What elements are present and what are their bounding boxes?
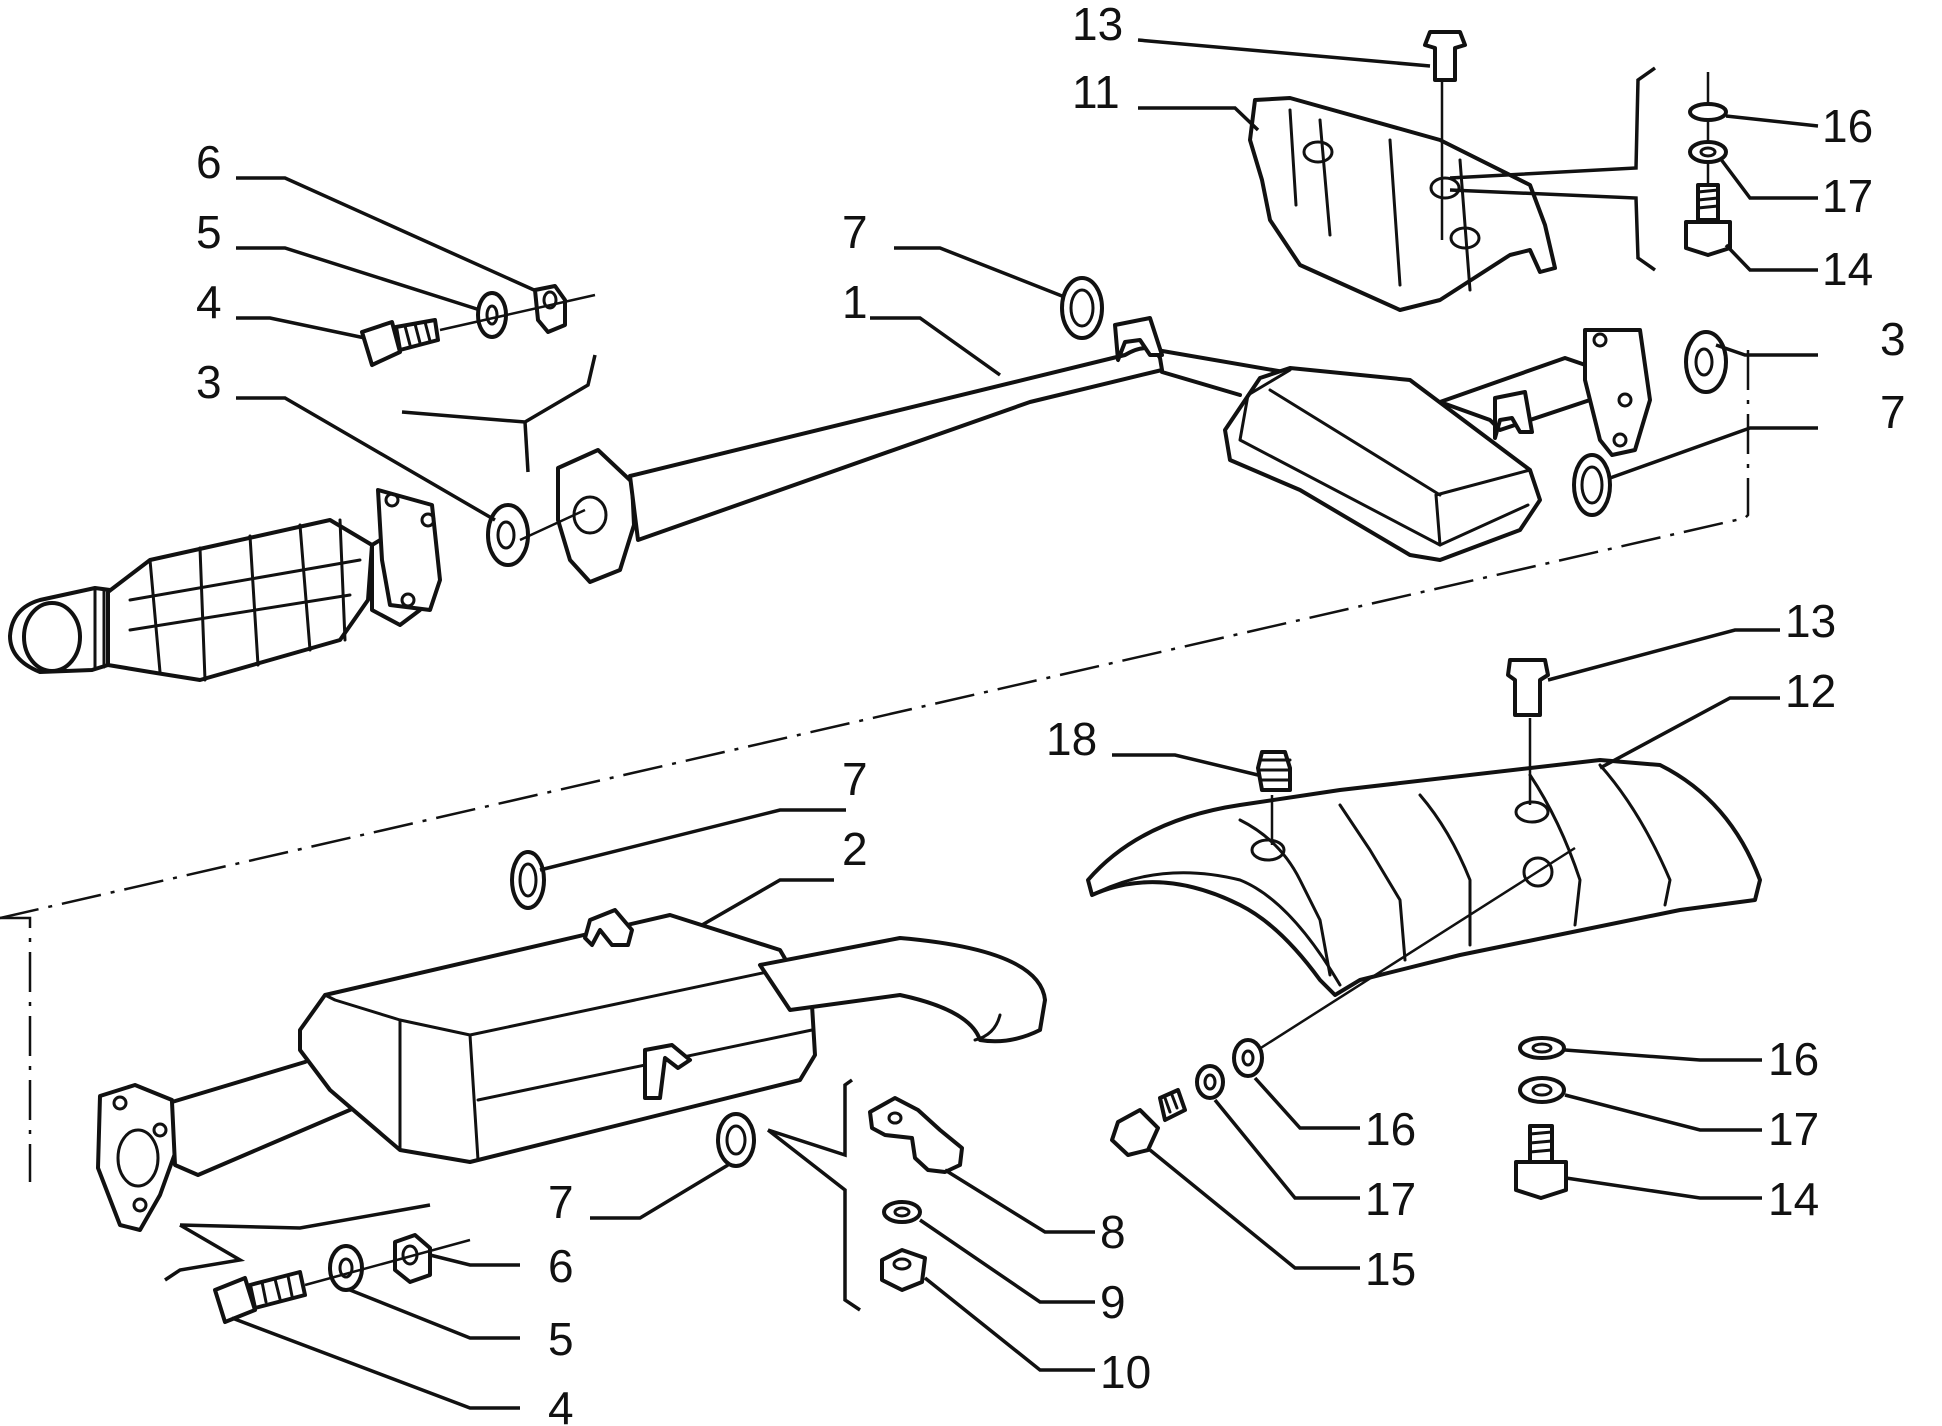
fastener-set-bottom xyxy=(213,1233,471,1324)
rear-muffler xyxy=(96,908,1047,1232)
callout-3-left: 3 xyxy=(196,356,222,408)
callout-16-mid: 16 xyxy=(1365,1103,1416,1155)
gasket-ring-7-top xyxy=(1060,276,1104,340)
callout-12: 12 xyxy=(1785,665,1836,717)
gasket-ring-7-right xyxy=(1572,453,1612,517)
callout-16-lower-right: 16 xyxy=(1768,1033,1819,1085)
callout-6-bottom: 6 xyxy=(548,1240,574,1292)
gasket-ring-3-right xyxy=(1684,330,1728,394)
callout-18: 18 xyxy=(1046,713,1097,765)
callout-13-top: 13 xyxy=(1072,0,1123,50)
callout-5-top: 5 xyxy=(196,206,222,258)
callout-14-top-right: 14 xyxy=(1822,243,1873,295)
front-exhaust-pipe xyxy=(556,316,1652,584)
callout-6-top: 6 xyxy=(196,136,222,188)
leader-lines xyxy=(231,38,1819,1410)
callout-5-bottom: 5 xyxy=(548,1313,574,1365)
callout-14-lower-right: 14 xyxy=(1768,1173,1819,1225)
callout-17-mid: 17 xyxy=(1365,1173,1416,1225)
clamp-set xyxy=(868,1096,964,1292)
fastener-stack-lower-right xyxy=(1514,1036,1568,1200)
fastener-stack-top-right xyxy=(1684,72,1732,257)
callout-7-mid: 7 xyxy=(842,753,868,805)
gasket-ring-7-mid xyxy=(510,850,546,910)
fastener-set-diagonal xyxy=(1110,846,1576,1157)
callout-3-right: 3 xyxy=(1880,313,1906,365)
callout-4-top: 4 xyxy=(196,276,222,328)
callout-10: 10 xyxy=(1100,1346,1151,1398)
callout-16-top-right: 16 xyxy=(1822,100,1873,152)
heat-shield-lower xyxy=(1086,658,1762,997)
catalytic-converter xyxy=(8,488,442,682)
callout-17-lower-right: 17 xyxy=(1768,1103,1819,1155)
callout-7-right: 7 xyxy=(1880,386,1906,438)
callout-4-bottom: 4 xyxy=(548,1382,574,1426)
callout-13-lower: 13 xyxy=(1785,595,1836,647)
gasket-ring-3-left xyxy=(486,503,530,567)
callout-7-top: 7 xyxy=(842,206,868,258)
callout-1: 1 xyxy=(842,276,868,328)
heat-shield-upper xyxy=(1248,30,1657,312)
assembly-boundary-line-left xyxy=(0,916,32,1182)
assembly-boundary-line xyxy=(0,350,1750,920)
callout-9: 9 xyxy=(1100,1276,1126,1328)
callout-11: 11 xyxy=(1072,66,1120,118)
callout-7-low: 7 xyxy=(548,1176,574,1228)
callout-8: 8 xyxy=(1100,1206,1126,1258)
fastener-set-top xyxy=(360,284,597,473)
callout-17-top-right: 17 xyxy=(1822,170,1873,222)
callout-15: 15 xyxy=(1365,1243,1416,1295)
callout-2: 2 xyxy=(842,823,868,875)
gasket-ring-7-low xyxy=(716,1112,756,1168)
callout-labels: 13 11 6 5 4 3 7 1 16 17 14 3 7 13 12 18 … xyxy=(196,0,1906,1426)
